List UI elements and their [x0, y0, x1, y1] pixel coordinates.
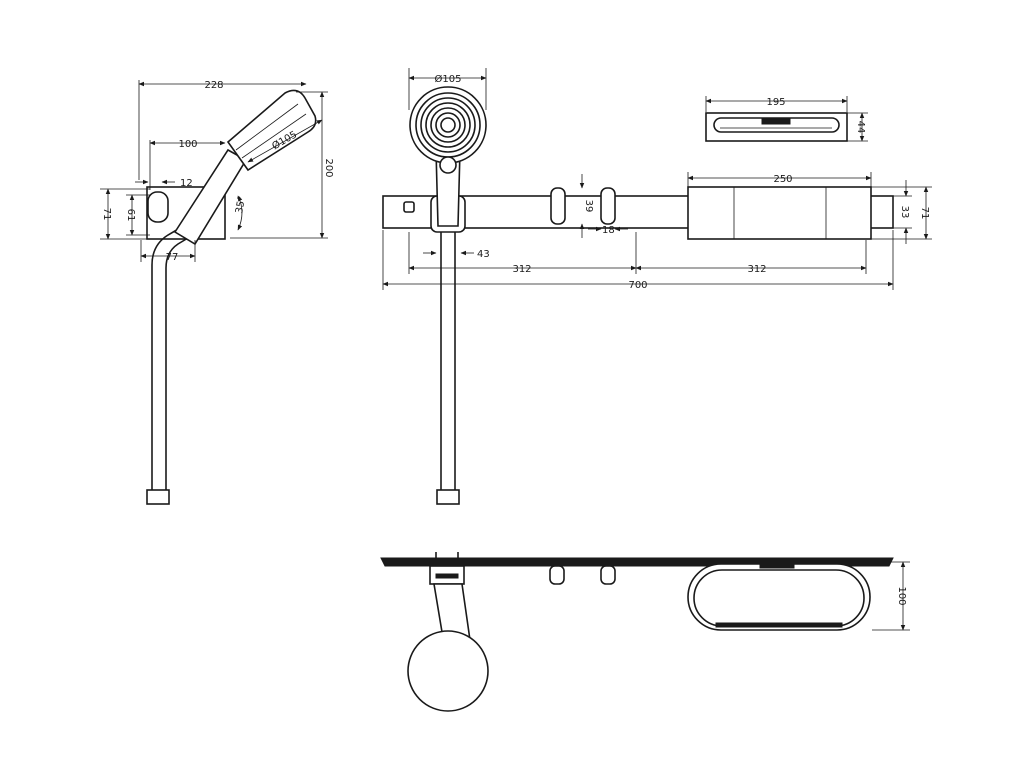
- front-knob-2: [600, 187, 616, 225]
- dim-side-77: 77: [166, 252, 179, 263]
- dim-front-312-left: 312: [512, 264, 531, 275]
- dim-front-dia105: Ø105: [435, 73, 462, 85]
- dim-top-100: 100: [896, 586, 907, 605]
- front-knob-1: [550, 187, 566, 225]
- side-hose-inner: [165, 237, 189, 498]
- dim-front-312-right: 312: [747, 264, 766, 275]
- front-shelf: [687, 186, 872, 240]
- dim-front-71: 71: [919, 207, 930, 220]
- top-basket: [687, 563, 871, 631]
- top-view: 100: [380, 552, 910, 712]
- front-view: Ø105 250 39 18 43 33 71 312: [382, 68, 932, 505]
- front-head-joint: [439, 156, 457, 174]
- side-view: 228 100 Ø105 200 12 71 61 35° 77: [100, 80, 334, 505]
- dim-front-43: 43: [477, 249, 490, 260]
- front-rail-cap-left: [403, 201, 415, 213]
- dim-front-39: 39: [583, 200, 594, 213]
- dim-side-228: 228: [204, 80, 223, 91]
- dim-front-18: 18: [602, 225, 615, 236]
- top-knob-1: [549, 565, 565, 585]
- dim-front-700: 700: [628, 280, 647, 291]
- dim-side-12: 12: [180, 178, 193, 189]
- front-hose-end: [436, 489, 460, 505]
- top-basket-logo: [759, 563, 795, 569]
- top-head: [407, 630, 489, 712]
- dim-side-71: 71: [101, 208, 112, 221]
- dim-side-angle: 35°: [234, 195, 248, 214]
- top-holder-logo: [435, 573, 459, 579]
- dim-front-33: 33: [899, 206, 910, 219]
- side-bracket-knob: [147, 191, 169, 223]
- top-knob-2: [600, 565, 616, 585]
- tray-logo: [761, 118, 791, 125]
- dim-side-100: 100: [178, 139, 197, 150]
- tray-view: 195 44: [705, 96, 868, 142]
- dim-side-200: 200: [323, 158, 334, 177]
- side-head: [226, 89, 317, 172]
- top-basket-rim: [715, 622, 843, 628]
- dim-side-61: 61: [125, 209, 136, 222]
- dim-tray-44: 44: [855, 121, 866, 134]
- dim-tray-195: 195: [766, 97, 785, 108]
- side-hose: [151, 227, 181, 498]
- dim-front-250: 250: [773, 174, 792, 185]
- side-hose-end: [146, 489, 170, 505]
